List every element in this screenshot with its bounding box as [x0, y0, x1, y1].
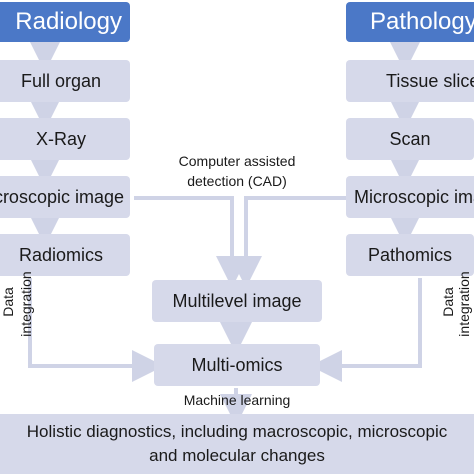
data-integration-left-line1: Data [0, 287, 16, 317]
arrow-data-integration-left [28, 278, 164, 382]
box-multilevel-image: Multilevel image [152, 280, 322, 322]
box-radiomics: Radiomics [0, 234, 130, 276]
box-macroscopic-image: Macroscopic image [0, 176, 130, 218]
box-multi-omics: Multi-omics [154, 344, 320, 386]
cad-label-line1: Computer assisted [178, 153, 296, 169]
box-x-ray: X-Ray [0, 118, 130, 160]
header-radiology: Radiology [0, 2, 130, 42]
box-tissue-slice: Tissue slice [346, 60, 474, 102]
box-microscopic-image: Microscopic image [346, 176, 474, 218]
arrow-cad-right [230, 196, 346, 288]
box-full-organ: Full organ [0, 60, 130, 102]
cad-label-line2: detection (CAD) [187, 173, 287, 189]
data-integration-right-line1: Data [440, 287, 456, 317]
header-pathology: Pathology [346, 2, 474, 42]
arrow-cad-left [134, 196, 248, 288]
data-integration-left-line2: integration [18, 271, 34, 337]
box-holistic-diagnostics: Holistic diagnostics, including macrosco… [0, 414, 474, 474]
data-integration-right-line2: integration [456, 271, 472, 337]
box-scan: Scan [346, 118, 474, 160]
final-line2: and molecular changes [149, 446, 325, 465]
box-pathomics: Pathomics [346, 234, 474, 276]
ml-label: Machine learning [183, 392, 291, 408]
final-line1: Holistic diagnostics, including macrosco… [26, 422, 448, 441]
arrow-data-integration-right [310, 278, 422, 382]
